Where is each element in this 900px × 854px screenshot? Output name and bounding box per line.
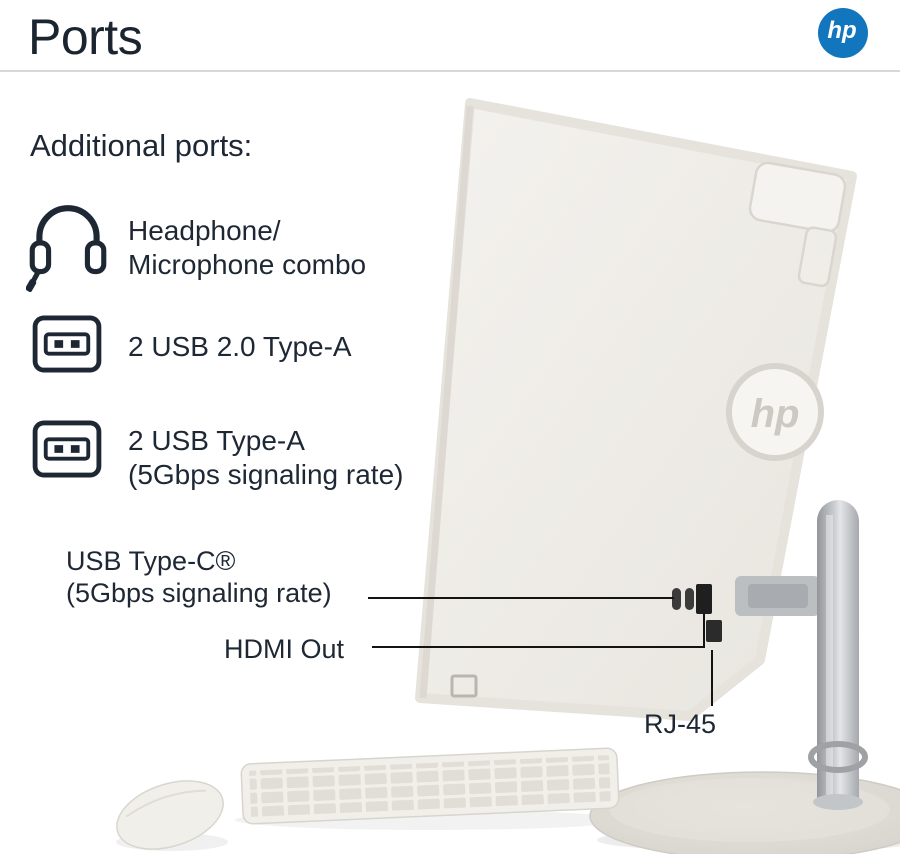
port-item-usb2-label: 2 USB 2.0 Type-A xyxy=(128,330,352,364)
hdmi-port xyxy=(696,584,712,614)
base-shadow xyxy=(597,828,900,852)
keyboard xyxy=(240,747,620,825)
webcam xyxy=(748,161,847,288)
port-item-headset xyxy=(25,198,110,297)
keyboard-shadow xyxy=(235,810,625,830)
port-item-usb5 xyxy=(32,420,102,483)
monitor-back xyxy=(415,98,857,721)
port-item-usb2 xyxy=(32,315,102,378)
usb-type-a-icon xyxy=(32,420,102,478)
label-line: Headphone/ xyxy=(128,215,281,246)
regulatory-mark xyxy=(450,674,478,698)
header-divider xyxy=(0,70,900,72)
headset-icon xyxy=(25,205,107,292)
stand-bracket xyxy=(735,576,820,616)
stand-base-highlight xyxy=(610,778,890,842)
label-line: 2 USB 2.0 Type-A xyxy=(128,331,352,362)
stand-base xyxy=(589,771,900,854)
stand-column xyxy=(808,500,868,810)
page-title: Ports xyxy=(28,9,143,65)
label-line: 2 USB Type-A xyxy=(128,425,305,456)
port-item-headset-label: Headphone/ Microphone combo xyxy=(128,214,366,282)
usb-type-a-icon xyxy=(32,315,102,373)
rj45-callout-line xyxy=(711,650,713,706)
label-line: Microphone combo xyxy=(128,249,367,281)
hdmi-callout-line-v xyxy=(703,614,705,648)
usb-a-port xyxy=(685,588,694,610)
usb-c-callout-line xyxy=(368,597,674,599)
hp-logo-text: hp xyxy=(827,17,857,44)
usb-c-port xyxy=(672,588,681,610)
mouse xyxy=(116,780,224,850)
hdmi-callout-label: HDMI Out xyxy=(224,634,345,664)
back-hp-logo-text: hp xyxy=(751,392,800,436)
port-item-usb5-label: 2 USB Type-A (5Gbps signaling rate) xyxy=(128,424,403,492)
ports-heading: Additional ports: xyxy=(30,128,253,163)
stand-hinge xyxy=(748,584,808,608)
callout-line-text: USB Type-C® xyxy=(66,546,236,576)
back-hp-logo: hp xyxy=(726,363,824,461)
hp-logo: hp xyxy=(818,8,868,58)
rj45-port xyxy=(706,620,722,642)
label-line: (5Gbps signaling rate) xyxy=(128,459,404,491)
column-base-joint xyxy=(813,794,863,810)
mouse-shadow xyxy=(116,833,228,851)
cable-ring xyxy=(808,741,868,773)
rj45-callout-label: RJ-45 xyxy=(644,709,717,739)
hdmi-callout-line-h xyxy=(372,646,705,648)
usb-c-callout-label: USB Type-C® (5Gbps signaling rate) xyxy=(66,545,332,610)
rear-port-cluster xyxy=(672,584,722,642)
panel-left-edge xyxy=(419,105,474,699)
callout-line-text: (5Gbps signaling rate) xyxy=(66,578,332,609)
